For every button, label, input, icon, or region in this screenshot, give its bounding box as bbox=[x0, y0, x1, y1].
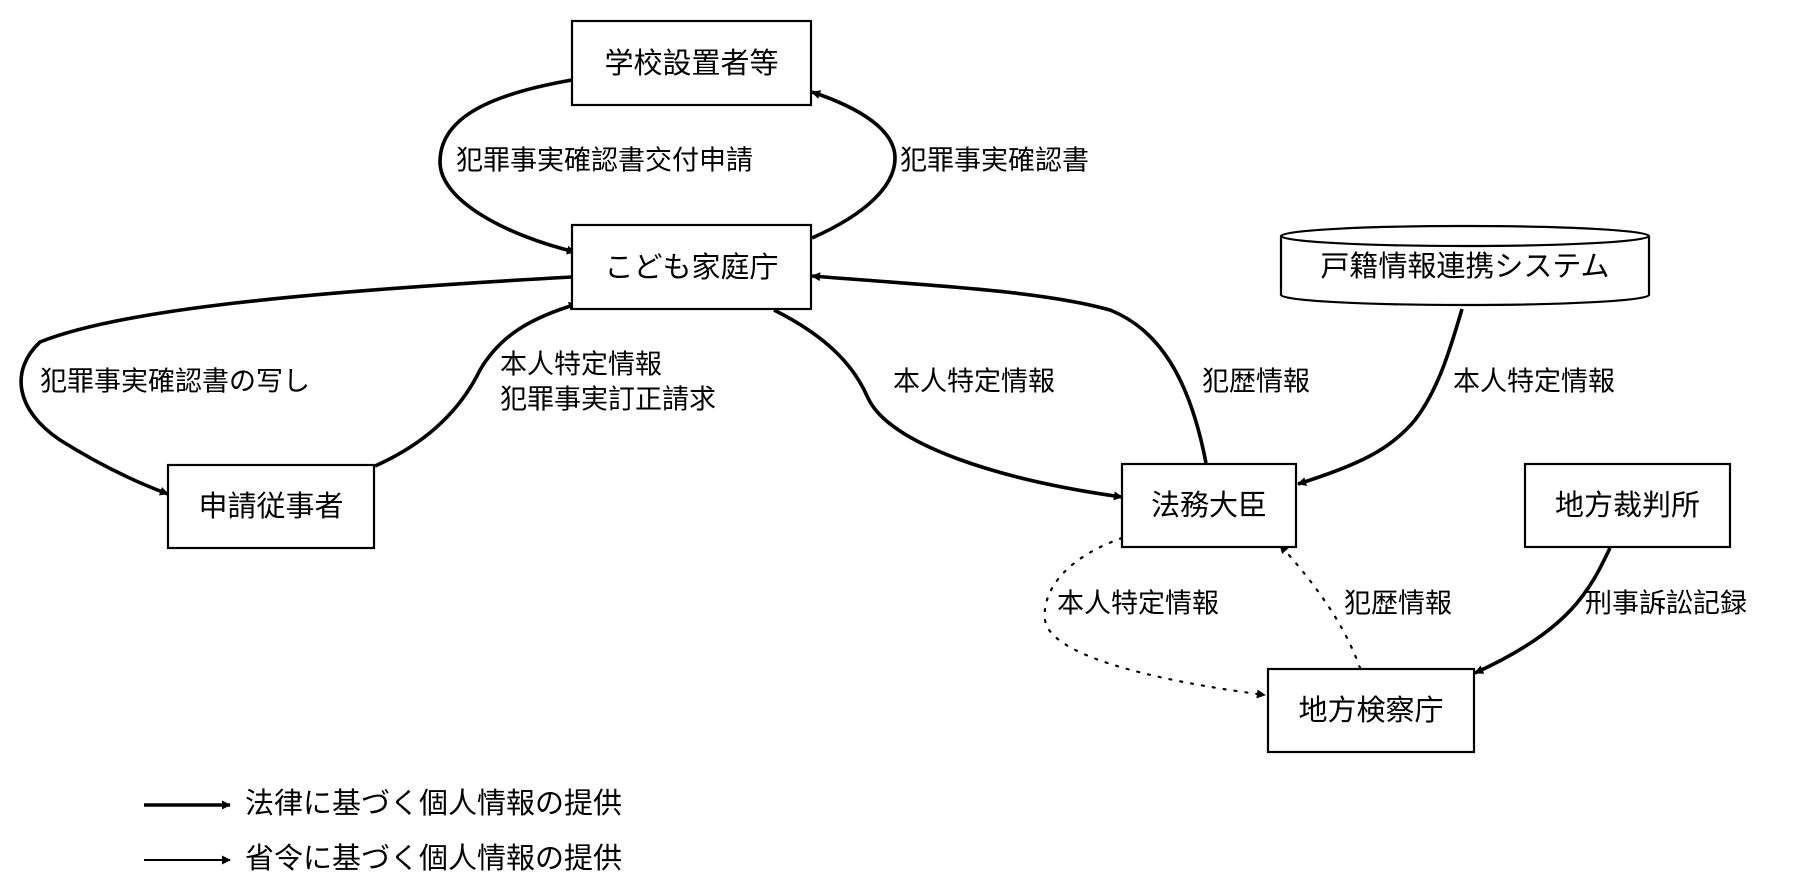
node-justice-label: 法務大臣 bbox=[1151, 488, 1267, 522]
edge-label-school-to-agency: 犯罪事実確認書交付申請 bbox=[456, 146, 753, 177]
edge-label-prosecutor-to-justice: 犯歴情報 bbox=[1344, 589, 1452, 620]
edge-label-justice-to-agency: 犯歴情報 bbox=[1202, 367, 1310, 398]
node-koseki: 戸籍情報連携システム bbox=[1279, 224, 1651, 307]
edge-agency-to-justice bbox=[773, 308, 1123, 501]
edge-koseki-to-justice bbox=[1297, 308, 1464, 486]
edge-prosecutor-to-justice bbox=[1278, 543, 1362, 670]
node-justice: 法務大臣 bbox=[1120, 462, 1298, 549]
node-applicant-label: 申請従事者 bbox=[198, 489, 343, 523]
edge-label-applicant-to-agency-line2: 犯罪事実訂正請求 bbox=[500, 385, 716, 416]
legend-ordinance-label: 省令に基づく個人情報の提供 bbox=[245, 841, 622, 875]
edge-label-agency-to-justice: 本人特定情報 bbox=[893, 367, 1055, 398]
node-school: 学校設置者等 bbox=[570, 19, 813, 107]
node-court: 地方裁判所 bbox=[1523, 462, 1732, 549]
node-applicant: 申請従事者 bbox=[166, 463, 376, 550]
edge-agency-to-applicant bbox=[19, 275, 573, 496]
edge-label-applicant-to-agency-line1: 本人特定情報 bbox=[500, 350, 662, 381]
node-prosecutor: 地方検察庁 bbox=[1266, 667, 1476, 754]
edge-justice-to-agency bbox=[811, 272, 1208, 464]
node-prosecutor-label: 地方検察庁 bbox=[1298, 693, 1443, 727]
edge-label-justice-to-prosecutor: 本人特定情報 bbox=[1057, 589, 1219, 620]
edge-applicant-to-agency bbox=[374, 302, 578, 468]
legend: 法律に基づく個人情報の提供 省令に基づく個人情報の提供 bbox=[144, 786, 622, 875]
node-koseki-label: 戸籍情報連携システム bbox=[1320, 249, 1609, 283]
edge-court-to-prosecutor bbox=[1474, 547, 1612, 675]
edge-label-agency-to-applicant: 犯罪事実確認書の写し bbox=[40, 367, 310, 398]
node-court-label: 地方裁判所 bbox=[1555, 488, 1700, 522]
edge-label-agency-to-school: 犯罪事実確認書 bbox=[900, 146, 1089, 177]
node-school-label: 学校設置者等 bbox=[604, 46, 778, 80]
edge-agency-to-school bbox=[811, 90, 897, 240]
legend-law-label: 法律に基づく個人情報の提供 bbox=[245, 786, 622, 820]
edge-school-to-agency bbox=[438, 78, 576, 255]
node-agency: こども家庭庁 bbox=[570, 223, 813, 311]
node-agency-label: こども家庭庁 bbox=[604, 250, 778, 284]
edge-label-court-to-prosecutor: 刑事訴訟記録 bbox=[1585, 589, 1747, 620]
edge-label-koseki-to-justice: 本人特定情報 bbox=[1453, 367, 1615, 398]
